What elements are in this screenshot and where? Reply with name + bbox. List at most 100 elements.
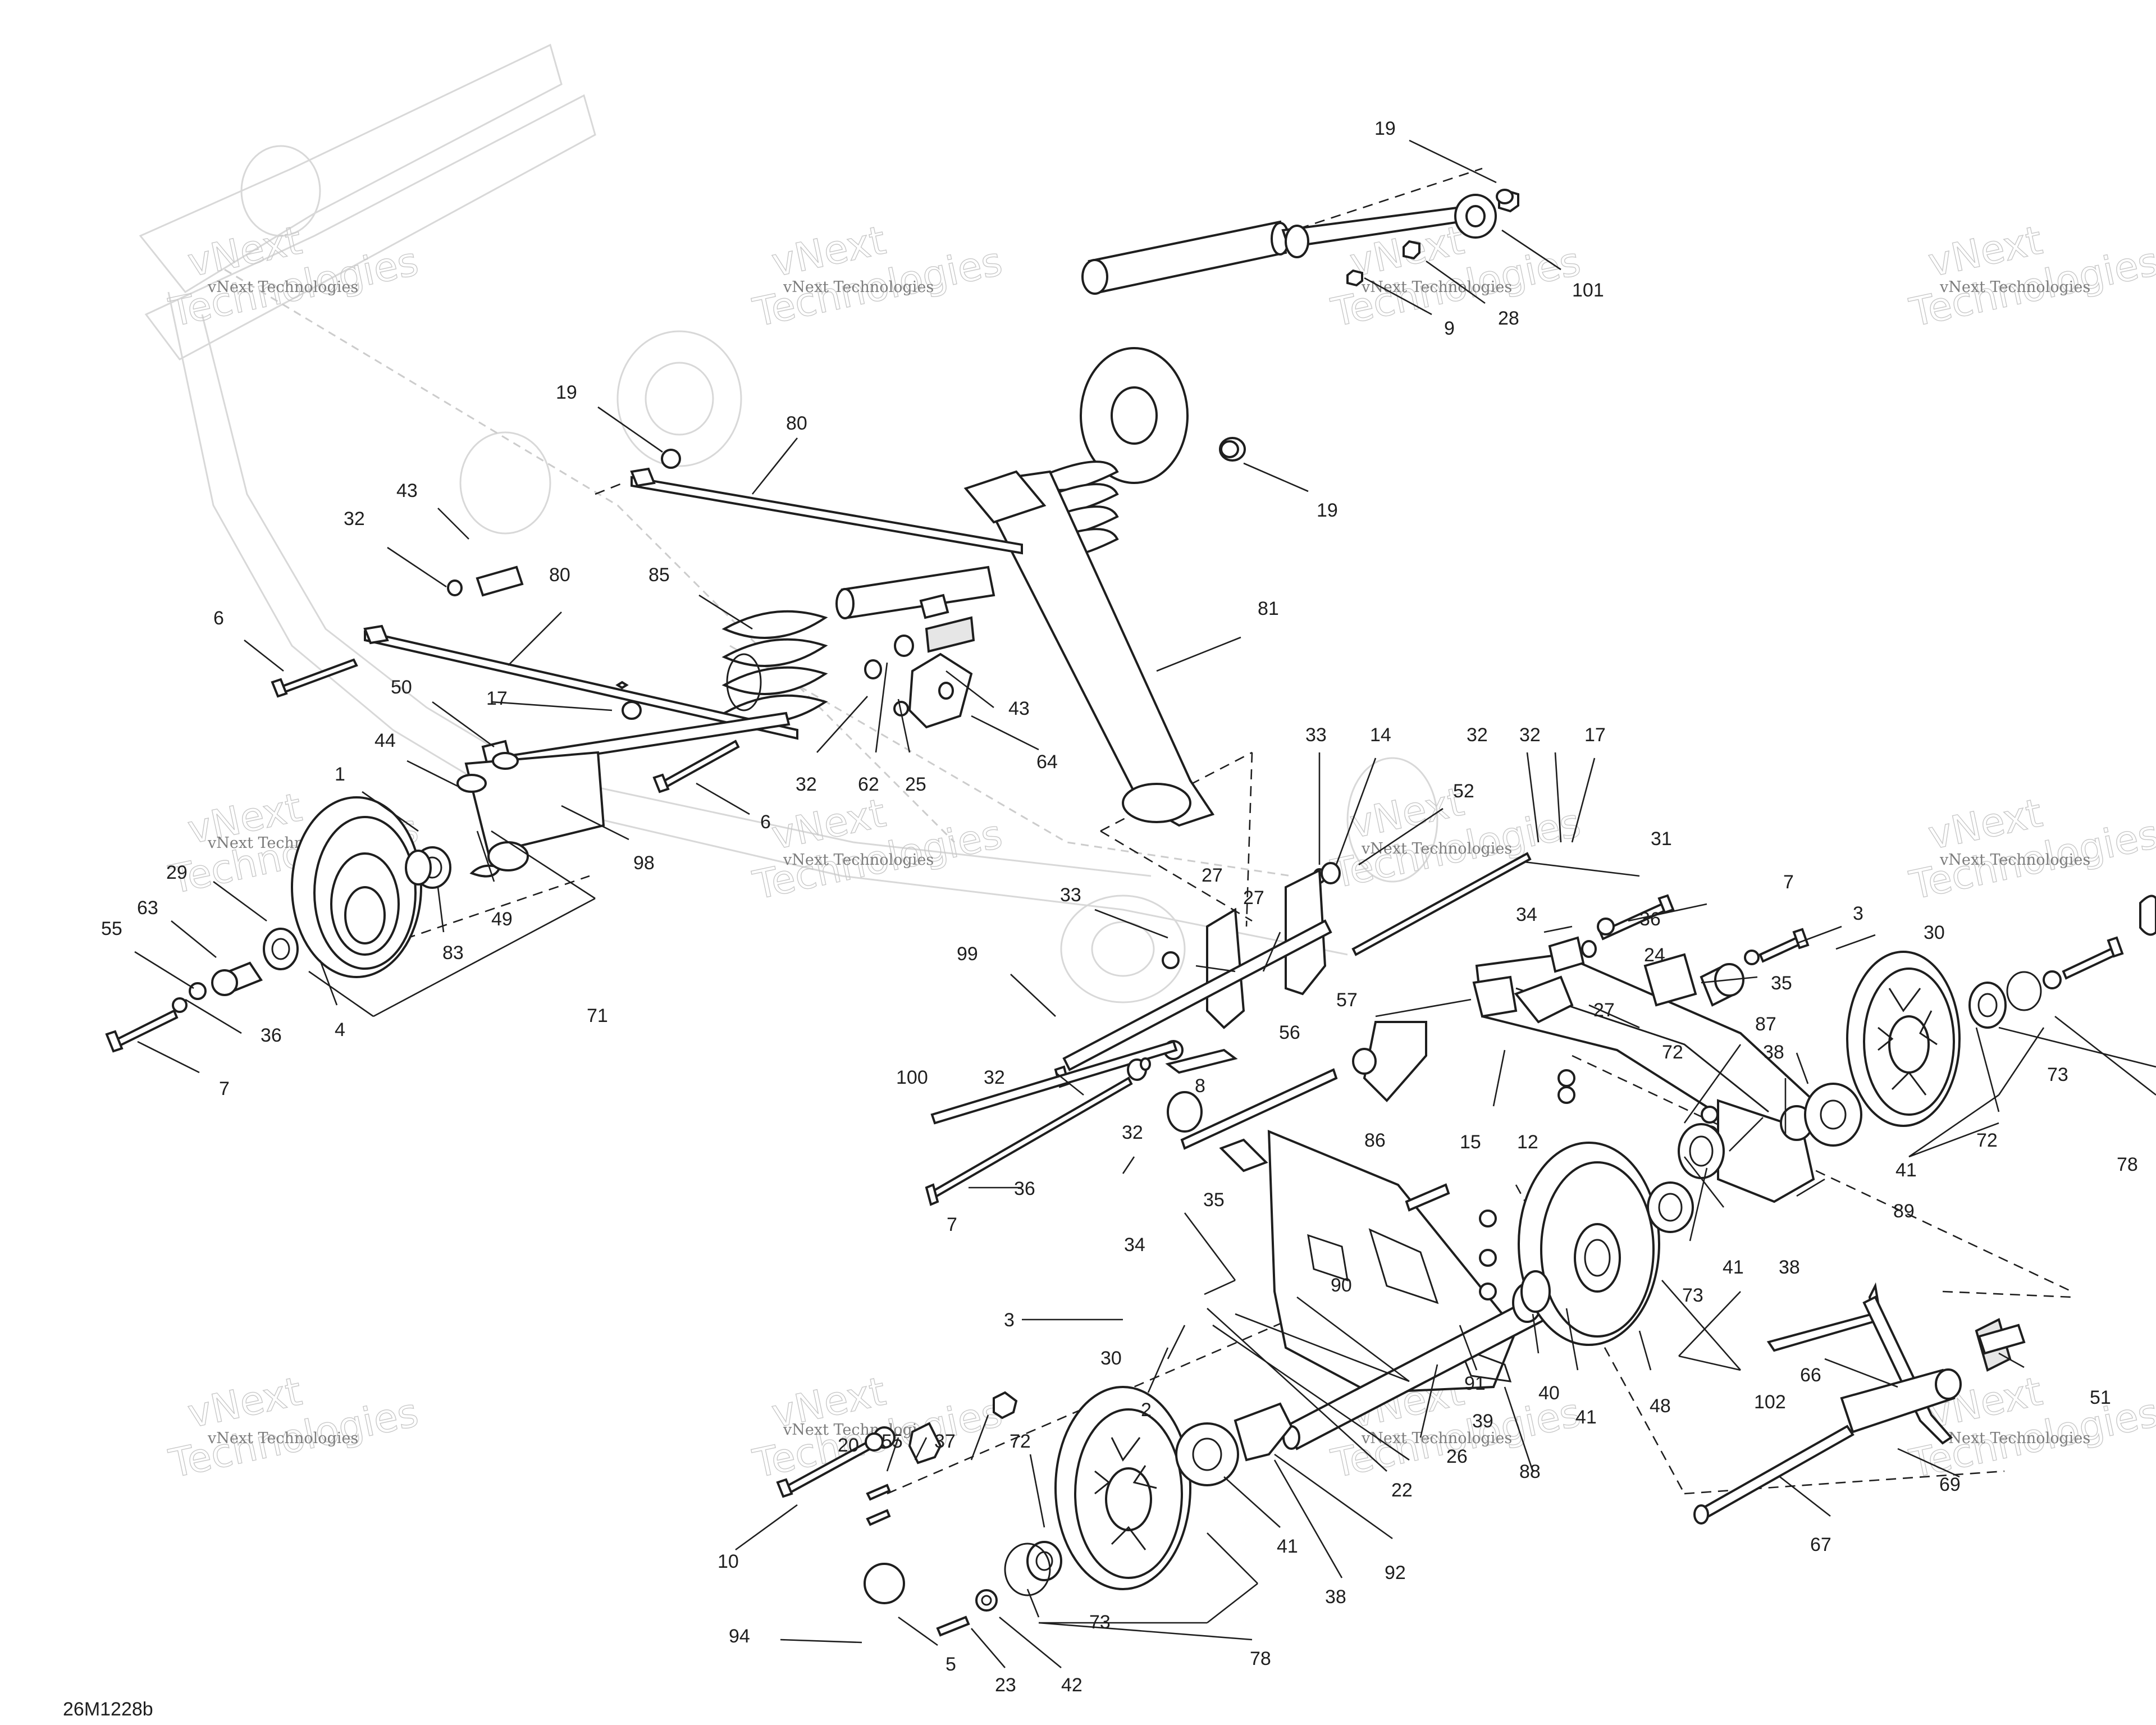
callout-label: 32: [1519, 724, 1541, 746]
watermark-4: vNext Technologies: [1905, 217, 2156, 336]
callout-label: 1: [335, 764, 345, 785]
callout-label: 28: [1498, 308, 1519, 329]
callout-label: 41: [1895, 1160, 1917, 1181]
callout-label: 19: [1317, 500, 1338, 521]
leader-lines: [134, 139, 2156, 1669]
callout-label: 29: [166, 862, 188, 883]
callout-label: 62: [858, 774, 879, 795]
callout-label: 73: [1089, 1612, 1111, 1633]
watermark-text-9: vNext Technologies: [207, 1430, 358, 1447]
callout-label: 48: [1650, 1395, 1671, 1417]
callout-label: 39: [1472, 1411, 1493, 1432]
callout-label: 67: [1810, 1534, 1831, 1555]
callout-label: 37: [934, 1431, 956, 1452]
callout-label: 6: [760, 811, 771, 833]
callout-label: 81: [1258, 598, 1279, 619]
callout-label: 56: [1279, 1022, 1300, 1043]
watermark-text-6: vNext Technologies: [783, 851, 934, 869]
watermark-text-11: vNext Technologies: [1361, 1430, 1512, 1447]
callout-label: 50: [391, 677, 412, 698]
callout-label: 55: [881, 1431, 903, 1452]
callout-label: 34: [1516, 904, 1537, 925]
callout-label: 38: [1779, 1257, 1800, 1278]
watermark-1: vNext Technologies: [165, 217, 422, 336]
callout-label: 9: [1444, 318, 1455, 339]
callout-label: 69: [1939, 1474, 1961, 1495]
watermark-2: vNext Technologies: [748, 217, 1006, 336]
callout-label: 88: [1519, 1461, 1541, 1482]
assembly-axis-lines: [325, 167, 2072, 1495]
callout-label: 71: [587, 1005, 608, 1026]
lower-wheel-assembly: [776, 1386, 1293, 1637]
ghosted-background-frame: [139, 43, 1438, 1003]
callout-label: 15: [1460, 1131, 1481, 1153]
callout-label: 23: [995, 1674, 1016, 1696]
callout-label: 102: [1754, 1391, 1786, 1413]
callout-label: 22: [1391, 1480, 1413, 1501]
watermark-text-3: vNext Technologies: [1361, 279, 1512, 296]
callout-label: 73: [1682, 1285, 1703, 1306]
callout-label: 73: [2047, 1064, 2068, 1085]
callout-label: 32: [344, 508, 365, 530]
watermark-text-12: vNext Technologies: [1939, 1430, 2090, 1447]
callout-label: 31: [1651, 828, 1672, 850]
callout-label: 40: [1538, 1382, 1560, 1404]
callout-label: 27: [1243, 887, 1264, 909]
callout-label: 98: [633, 852, 655, 874]
callout-label: 72: [1662, 1042, 1683, 1063]
callout-label: 91: [1464, 1373, 1486, 1394]
callout-label: 38: [1325, 1586, 1346, 1608]
callout-label: 80: [786, 413, 807, 434]
callout-label: 87: [1755, 1014, 1776, 1035]
callout-label: 7: [947, 1214, 957, 1235]
callout-label: 57: [1336, 989, 1358, 1011]
callout-label: 36: [1014, 1178, 1035, 1199]
rear-wheel-right: [1518, 1123, 1725, 1346]
watermark-text-1: vNext Technologies: [207, 279, 358, 296]
callout-label: 94: [729, 1626, 750, 1647]
callout-label: 17: [1584, 724, 1606, 746]
callout-label: 30: [1924, 922, 1945, 943]
callout-label: 32: [796, 774, 817, 795]
callout-label: 99: [957, 943, 978, 965]
callout-label: 35: [1771, 973, 1792, 994]
right-wheel-assembly-upper: [1804, 895, 2156, 1147]
watermark-10: vNext Technologies: [748, 1368, 1006, 1487]
callout-label: 101: [1572, 280, 1604, 301]
callout-label: 7: [219, 1078, 230, 1099]
callout-label: 78: [1250, 1648, 1271, 1669]
callout-label: 52: [1453, 781, 1474, 802]
callout-label: 43: [396, 480, 418, 501]
callout-label: 38: [1763, 1042, 1784, 1063]
callout-label: 86: [1364, 1130, 1386, 1151]
callout-label: 6: [213, 608, 224, 629]
callout-label: 8: [1195, 1075, 1205, 1097]
callout-label: 83: [442, 942, 464, 964]
callout-label: 100: [896, 1067, 928, 1088]
callout-label: 20: [838, 1435, 859, 1456]
callout-label: 42: [1061, 1674, 1082, 1696]
watermark-text-10: vNext Technologies: [783, 1421, 934, 1439]
callout-label: 7: [1783, 871, 1794, 893]
callout-label: 33: [1060, 884, 1081, 906]
callout-label: 35: [1203, 1189, 1225, 1211]
callout-label: 85: [648, 564, 670, 586]
callout-label: 4: [335, 1019, 345, 1041]
callout-label: 27: [1593, 1000, 1615, 1021]
callout-label: 3: [1004, 1309, 1015, 1331]
callout-label: 41: [1723, 1257, 1744, 1278]
callout-label: 3: [1853, 903, 1863, 924]
callout-label: 43: [1008, 698, 1030, 719]
callout-label: 26: [1446, 1446, 1468, 1467]
callout-label: 25: [905, 774, 926, 795]
callout-label: 17: [486, 688, 508, 709]
callout-label: 72: [1976, 1130, 1998, 1151]
watermark-text-8: vNext Technologies: [1939, 851, 2090, 869]
watermark-text-2: vNext Technologies: [783, 279, 934, 296]
callout-label: 64: [1036, 751, 1058, 773]
callout-label: 14: [1370, 724, 1391, 746]
rear-arm-assembly: [1267, 953, 1815, 1394]
upper-left-hardware: [271, 189, 1514, 793]
callout-label: 89: [1893, 1201, 1915, 1222]
